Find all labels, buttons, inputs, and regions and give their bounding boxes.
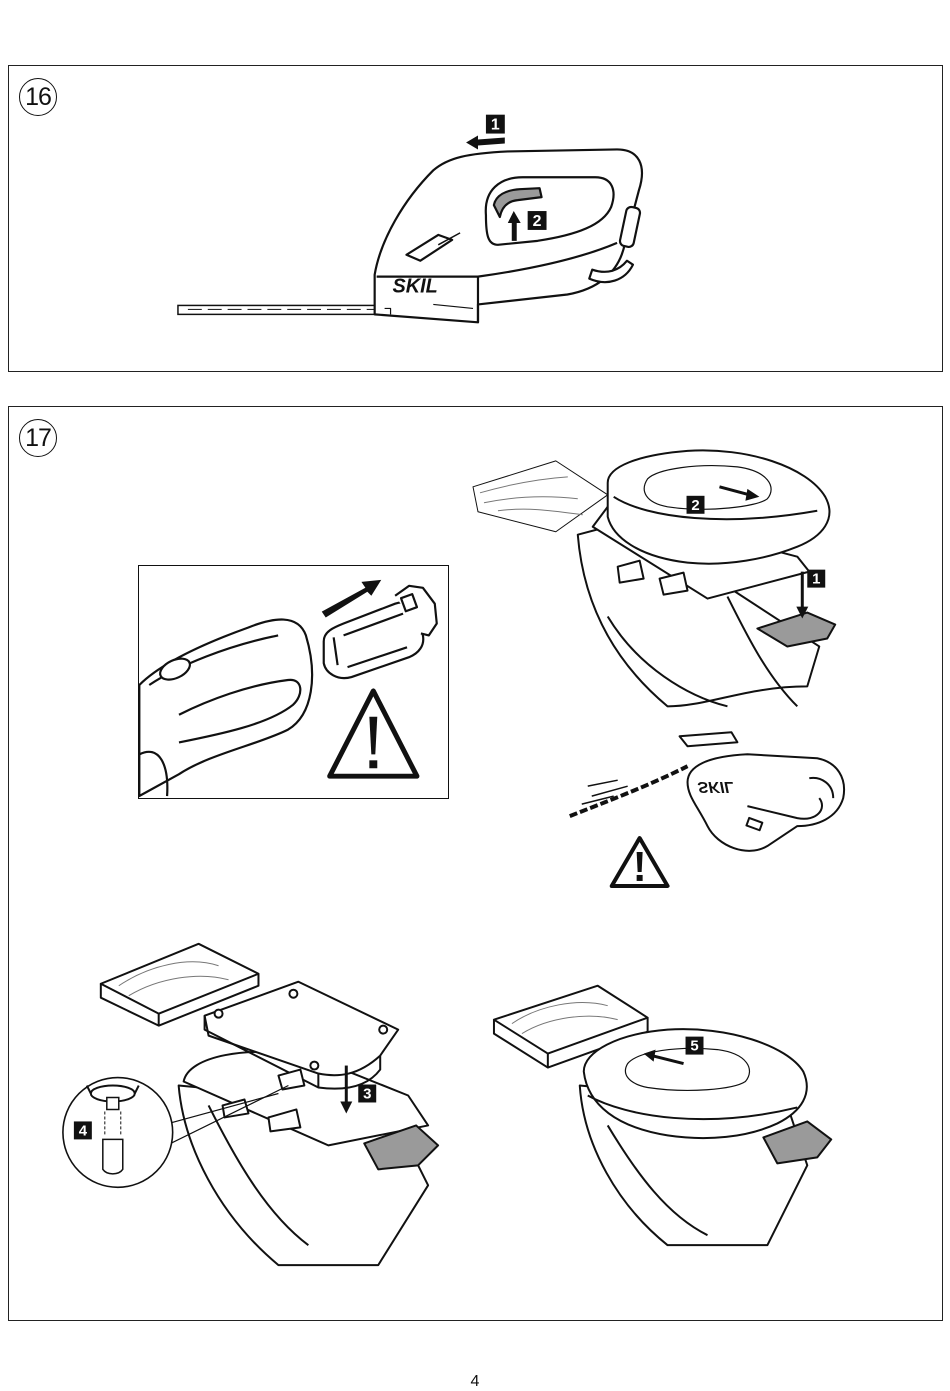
step-1-label-16: 1: [491, 117, 500, 134]
page-number: 4: [0, 1373, 950, 1391]
step-2-label-16: 2: [533, 213, 542, 230]
step-3-label: 3: [363, 1085, 371, 1102]
figure-16-panel: 16: [8, 65, 943, 372]
step-4-label: 4: [79, 1122, 88, 1139]
warning-triangle-icon: [612, 838, 668, 886]
step-2-label-17: 2: [691, 497, 699, 514]
figure-17-panel: 17: [8, 406, 943, 1321]
figure-17-illustration: 2 1 SKIL: [9, 407, 942, 1320]
step-1-arrow: [466, 136, 505, 150]
hedge-trimmer-illustration: SKIL 1 2: [9, 66, 942, 371]
cover-reattach: [494, 986, 831, 1245]
skil-logo-16: SKIL: [393, 276, 438, 298]
step-1-label-17: 1: [812, 571, 820, 588]
trimmer-blade: [178, 305, 389, 314]
step-5-label: 5: [690, 1038, 698, 1055]
skil-logo-17: SKIL: [698, 778, 734, 795]
blade-cover-removal: [473, 450, 835, 706]
